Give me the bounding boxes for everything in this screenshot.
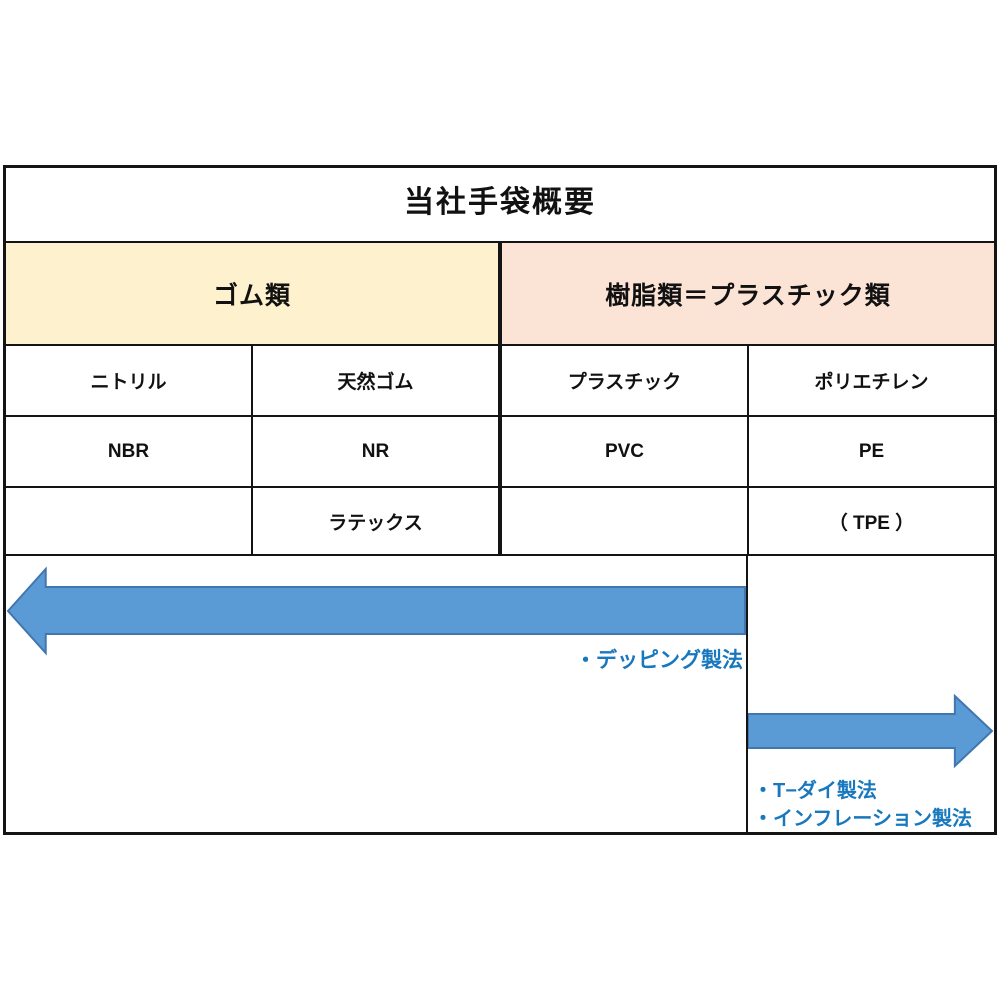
group-header-rubber-label: ゴム類 <box>212 281 291 310</box>
cell-polyethylene-code: PE <box>858 440 885 462</box>
cell-plastic-extra <box>502 488 749 554</box>
cell-nitrile-extra <box>6 488 253 554</box>
title-row: 当社手袋概要 <box>6 168 994 243</box>
group-header-rubber: ゴム類 <box>6 243 502 344</box>
cell-polyethylene-name: ポリエチレン <box>814 372 929 393</box>
inflation-method-label: ・インフレーション製法 <box>752 808 972 830</box>
cell-nitrile-code: NBR <box>6 417 253 486</box>
material-code-row: NBR NR PVC PE <box>6 417 994 488</box>
plastic-process-cell: ・T−ダイ製法 ・インフレーション製法 <box>747 556 994 832</box>
cell-natural-rubber-code: NR <box>253 417 502 486</box>
process-section: ・デッピング製法 ・T−ダイ製法 ・インフレーション製法 <box>6 556 994 832</box>
cell-plastic-name: プラスチック <box>502 346 749 415</box>
cell-plastic-code: PVC <box>502 417 749 486</box>
page-title: 当社手袋概要 <box>404 185 596 219</box>
cell-nitrile-name: ニトリル <box>6 346 253 415</box>
group-header-plastic: 樹脂類＝プラスチック類 <box>502 243 994 344</box>
left-arrow-icon <box>6 566 746 656</box>
group-header-row: ゴム類 樹脂類＝プラスチック類 <box>6 243 994 346</box>
rubber-process-cell: ・デッピング製法 <box>6 556 748 832</box>
material-extra-row: ラテックス （ TPE ） <box>6 488 994 556</box>
cell-latex: ラテックス <box>253 488 502 554</box>
group-header-plastic-label: 樹脂類＝プラスチック類 <box>605 281 891 310</box>
cell-natural-rubber-name: 天然ゴム <box>253 346 502 415</box>
dipping-method-label: ・デッピング製法 <box>574 649 743 672</box>
cell-tpe: （ TPE ） <box>828 512 915 534</box>
right-arrow-icon <box>747 694 994 768</box>
tdie-method-label: ・T−ダイ製法 <box>752 780 877 802</box>
glove-overview-table: 当社手袋概要 ゴム類 樹脂類＝プラスチック類 ニトリル 天然ゴム プラスチック … <box>3 165 997 835</box>
material-name-row: ニトリル 天然ゴム プラスチック ポリエチレン <box>6 346 994 417</box>
